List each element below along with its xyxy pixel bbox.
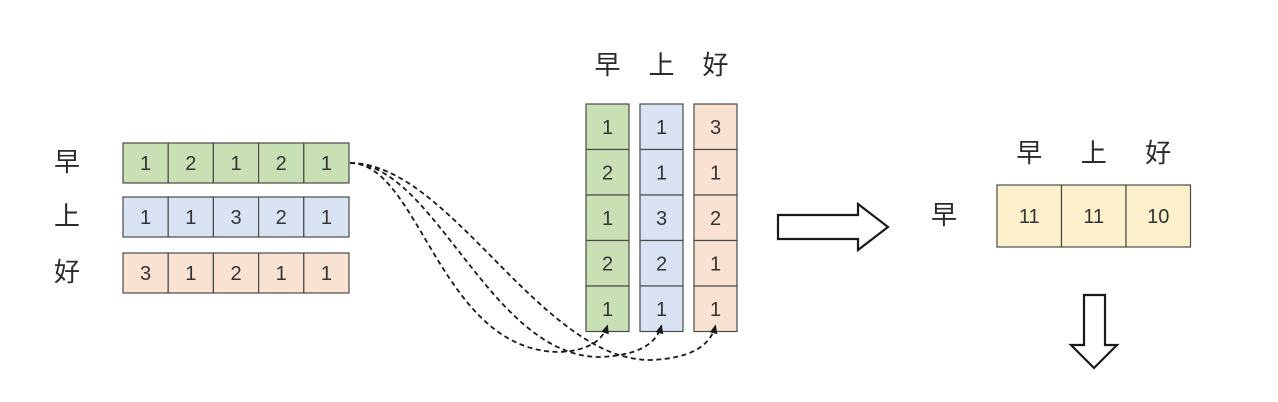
- matrix-cell: [212, 252, 260, 294]
- row-label: 上: [54, 202, 80, 232]
- left-matrix: 早 1 2 1 2 1 上 1 1 3 2 1 好 3 1 2 1 1: [54, 142, 350, 294]
- cell-value: 3: [656, 208, 667, 230]
- cell-value: 1: [656, 162, 667, 184]
- matrix-cell: [258, 196, 305, 238]
- row-label: 早: [931, 201, 957, 231]
- result-cell: [1060, 184, 1127, 248]
- cell-value: 1: [321, 207, 332, 229]
- column-label: 好: [702, 51, 728, 81]
- column-label: 上: [1081, 139, 1107, 169]
- cell-value: 1: [602, 299, 613, 321]
- matrix-cell: [303, 196, 350, 238]
- matrix-cell: [639, 194, 684, 242]
- cell-value: 3: [140, 263, 151, 285]
- cell-value: 1: [140, 153, 151, 175]
- column-label: 早: [1016, 139, 1042, 169]
- cell-value: 1: [602, 208, 613, 230]
- cell-value: 1: [656, 117, 667, 139]
- dashed-arrows: [349, 162, 718, 361]
- cell-value: 1: [710, 253, 721, 275]
- cell-value: 1: [140, 207, 151, 229]
- matrix-cell: [693, 285, 738, 333]
- matrix-cell: [167, 196, 214, 238]
- matrix-cell: [303, 252, 350, 294]
- cell-value: 1: [276, 263, 287, 285]
- matrix-cell: [585, 148, 630, 196]
- cell-value: 1: [710, 162, 721, 184]
- matrix-cell: [167, 142, 214, 184]
- matrix-cell: [639, 148, 684, 196]
- cell-value: 11: [1019, 206, 1040, 228]
- column-label: 上: [648, 51, 674, 81]
- result-cell: [1125, 184, 1192, 248]
- row-label: 早: [54, 148, 80, 178]
- cell-value: 1: [656, 299, 667, 321]
- cell-value: 3: [710, 117, 721, 139]
- right-arrow-icon: [776, 201, 890, 253]
- cell-value: 11: [1083, 206, 1104, 228]
- matrix-cell: [212, 196, 260, 238]
- cell-value: 2: [710, 208, 721, 230]
- cell-value: 2: [656, 253, 667, 275]
- result-cell: [996, 184, 1063, 248]
- row-label: 好: [54, 258, 80, 288]
- cell-value: 1: [710, 299, 721, 321]
- matrix-cell: [693, 148, 738, 196]
- matrix-cell: [303, 142, 350, 184]
- matrix-cell: [122, 196, 169, 238]
- down-arrow-icon: [1068, 293, 1120, 370]
- dashed-arrow: [349, 162, 609, 353]
- cell-value: 1: [185, 263, 196, 285]
- cell-value: 2: [602, 162, 613, 184]
- cell-value: 2: [230, 263, 241, 285]
- matrix-cell: [585, 194, 630, 242]
- cell-value: 1: [230, 153, 241, 175]
- transposed-matrix: 早 1 2 1 2 1 上 1 1 3 2 1 好 3 1 2 1 1: [585, 51, 738, 333]
- column-label: 好: [1145, 139, 1171, 169]
- dashed-arrow: [349, 162, 664, 358]
- matrix-cell: [122, 142, 169, 184]
- cell-value: 2: [276, 207, 287, 229]
- cell-value: 1: [185, 207, 196, 229]
- matrix-cell: [585, 103, 630, 151]
- cell-value: 1: [321, 153, 332, 175]
- cell-value: 2: [602, 253, 613, 275]
- cell-value: 3: [230, 207, 241, 229]
- matrix-cell: [167, 252, 214, 294]
- matrix-cell: [258, 252, 305, 294]
- cell-value: 2: [276, 153, 287, 175]
- column-label: 早: [594, 51, 620, 81]
- cell-value: 1: [602, 117, 613, 139]
- matrix-cell: [585, 239, 630, 287]
- cell-value: 10: [1147, 206, 1169, 228]
- matrix-cell: [639, 103, 684, 151]
- matrix-cell: [585, 285, 630, 333]
- matrix-cell: [693, 194, 738, 242]
- cell-value: 1: [321, 263, 332, 285]
- matrix-cell: [693, 239, 738, 287]
- matrix-cell: [212, 142, 260, 184]
- cell-value: 2: [185, 153, 196, 175]
- matrix-cell: [639, 239, 684, 287]
- matrix-cell: [693, 103, 738, 151]
